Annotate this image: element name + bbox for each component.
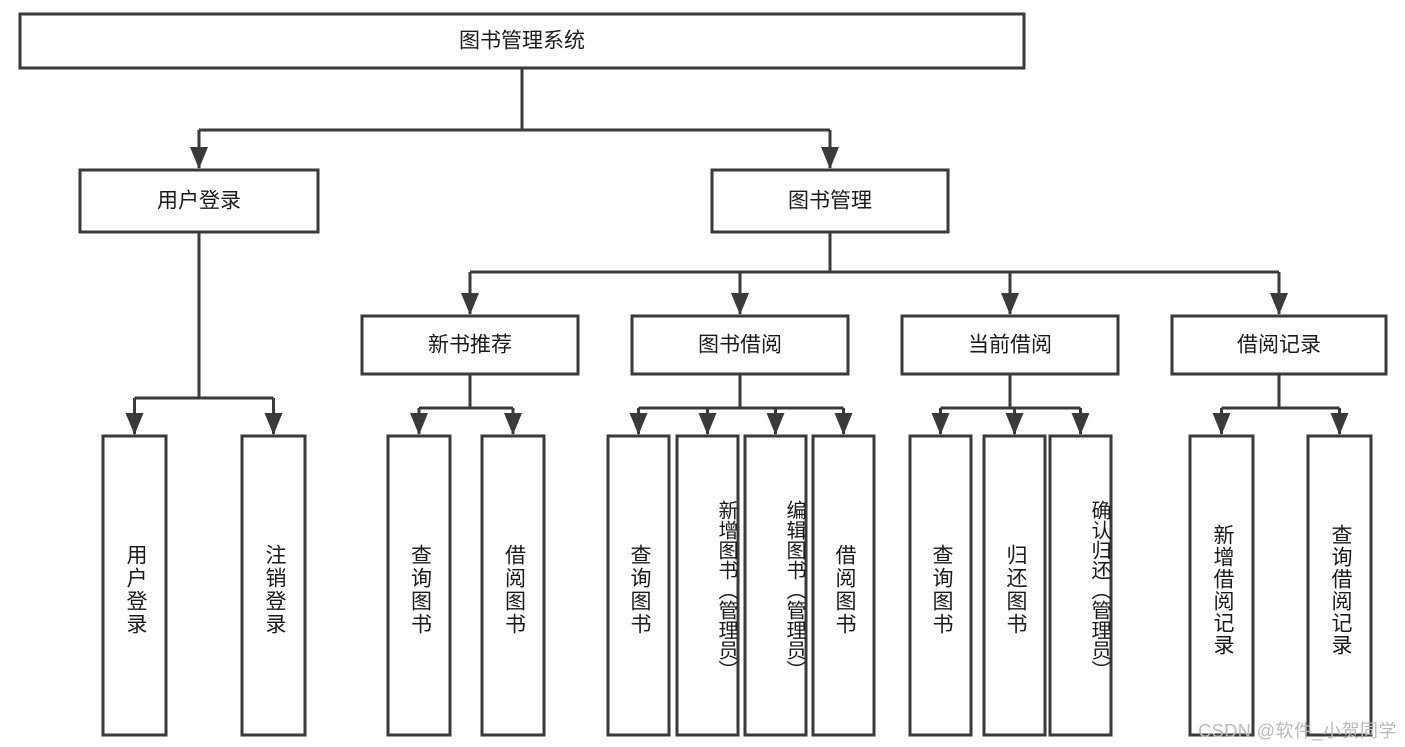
node-label-level3-3: 借阅记录 (1237, 334, 1321, 357)
node-label-root: 图书管理系统 (459, 30, 585, 53)
node-box-leaf-8[interactable] (908, 434, 973, 737)
node-box-leaf-7[interactable] (811, 434, 876, 737)
node-box-level3-3[interactable] (1170, 314, 1388, 376)
node-box-level3-2[interactable] (900, 314, 1120, 376)
arrow-head-icon (1330, 413, 1349, 435)
arrow-head-icon (629, 413, 648, 435)
arrow-head-icon (698, 413, 717, 435)
node-box-leaf-1[interactable] (240, 434, 307, 737)
arrow-head-icon (821, 147, 839, 169)
arrow-head-icon (1071, 413, 1090, 435)
node-box-root[interactable] (18, 12, 1026, 70)
node-label-level2-0: 用户登录 (157, 190, 241, 213)
node-label-level3-0: 新书推荐 (428, 334, 512, 357)
node-box-leaf-0[interactable] (101, 434, 168, 737)
box-layer (18, 12, 1388, 737)
node-box-leaf-3[interactable] (480, 434, 546, 737)
node-box-leaf-10[interactable] (1048, 434, 1113, 737)
connector-layer (125, 68, 1349, 435)
node-box-leaf-9[interactable] (982, 434, 1047, 737)
node-label-level3-1: 图书借阅 (698, 334, 782, 357)
arrow-head-icon (504, 413, 522, 435)
watermark: CSDN @软件_小贺同学 (1198, 721, 1397, 741)
node-box-leaf-11[interactable] (1188, 434, 1255, 737)
arrow-head-icon (931, 413, 950, 435)
node-box-level2-1[interactable] (710, 168, 950, 234)
arrow-head-icon (264, 413, 283, 435)
node-box-level3-0[interactable] (360, 314, 580, 376)
arrow-head-icon (766, 413, 785, 435)
arrow-head-icon (461, 293, 479, 315)
node-label-level2-1: 图书管理 (788, 190, 872, 213)
node-box-leaf-4[interactable] (606, 434, 671, 737)
arrow-head-icon (731, 293, 749, 315)
arrow-head-icon (410, 413, 428, 435)
node-box-level3-1[interactable] (630, 314, 850, 376)
arrow-head-icon (834, 413, 853, 435)
arrow-head-icon (1270, 293, 1288, 315)
node-box-leaf-2[interactable] (386, 434, 452, 737)
node-label-level3-2: 当前借阅 (968, 334, 1052, 357)
arrow-head-icon (1212, 413, 1231, 435)
node-box-leaf-6[interactable] (743, 434, 808, 737)
node-box-level2-0[interactable] (78, 168, 320, 234)
node-box-leaf-12[interactable] (1306, 434, 1373, 737)
arrow-head-icon (125, 413, 144, 435)
arrow-head-icon (190, 147, 208, 169)
arrow-head-icon (1005, 413, 1024, 435)
node-box-leaf-5[interactable] (675, 434, 740, 737)
arrow-head-icon (1001, 293, 1019, 315)
